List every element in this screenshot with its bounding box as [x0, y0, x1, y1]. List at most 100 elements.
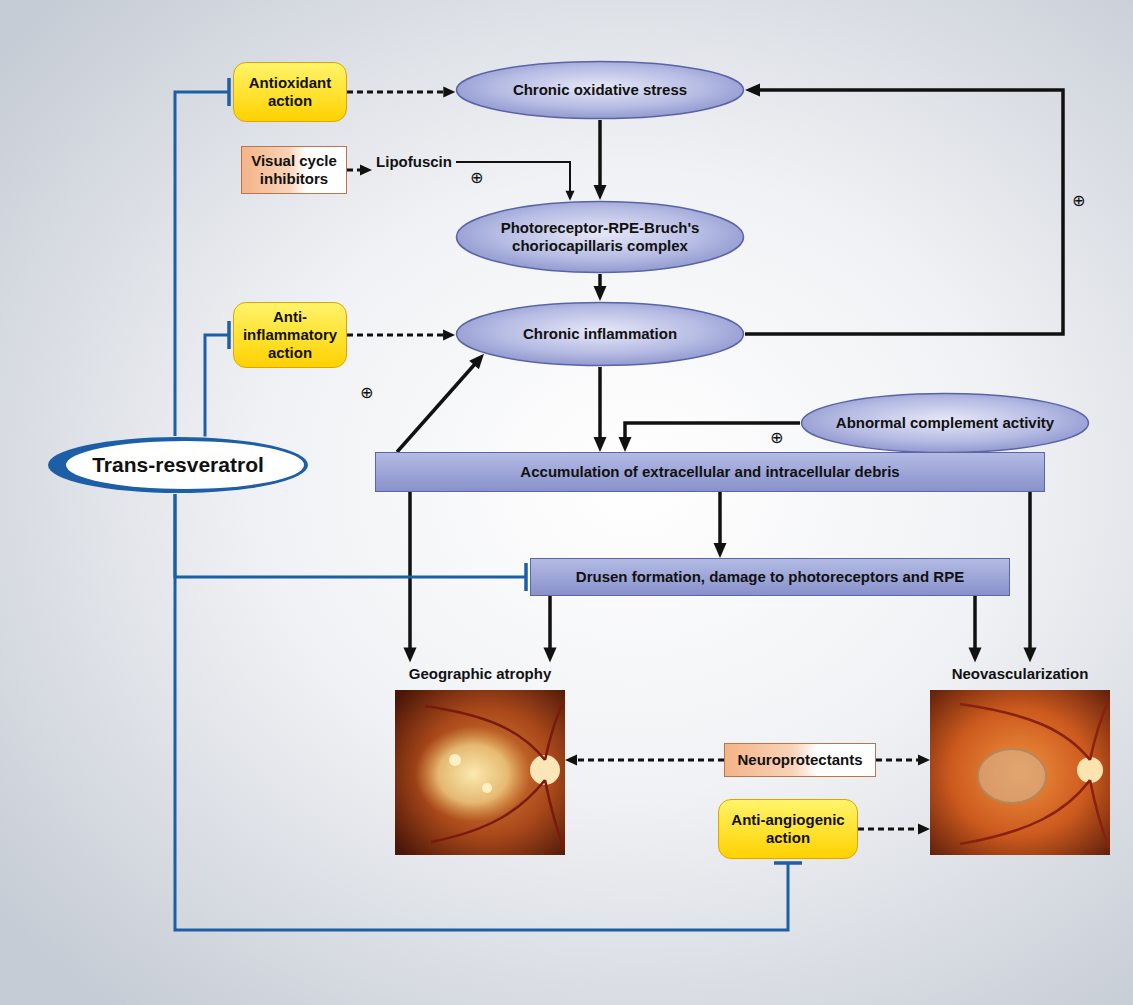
- arrow-connector: [594, 120, 607, 200]
- node-text: Lipofuscin: [376, 153, 452, 171]
- connector-line: [575, 759, 724, 762]
- plus-sign: ⊕: [770, 430, 783, 446]
- ellipse-rim: [48, 437, 308, 493]
- arrow-connector: [858, 824, 930, 835]
- connector-line: [205, 335, 229, 437]
- plus-sign: ⊕: [360, 385, 373, 401]
- arrow-connector: [876, 755, 930, 766]
- therapy-box: Neuroprotectants: [724, 743, 876, 777]
- arrow-head: [969, 648, 982, 663]
- arrow-connector: [347, 330, 455, 341]
- substance-label: Lipofuscin: [372, 147, 456, 177]
- therapy-box: Visual cycle inhibitors: [241, 146, 347, 194]
- connector-line: [858, 828, 920, 831]
- process-ellipse: Chronic oxidative stress: [455, 60, 745, 120]
- connector-line: [347, 169, 362, 172]
- connector-line: [347, 91, 445, 94]
- connector-line: [397, 364, 475, 453]
- connector-line: [456, 162, 570, 193]
- arrow-head: [594, 437, 607, 452]
- arrow-head: [566, 191, 575, 201]
- node-text: Neuroprotectants: [737, 751, 862, 769]
- arrow-connector: [347, 165, 372, 176]
- connector-line: [718, 492, 722, 545]
- node-text: Drusen formation, damage to photorecepto…: [576, 568, 964, 586]
- node-text: Geographic atrophy: [409, 663, 552, 683]
- node-text: Anti-inflammatory action: [241, 308, 339, 362]
- arrow-head: [745, 84, 760, 97]
- retinal-vessels: [425, 700, 564, 848]
- arrow-head: [918, 755, 930, 766]
- process-ellipse: Chronic inflammation: [455, 301, 745, 367]
- inhibition-connector: [175, 494, 526, 591]
- arrow-head: [360, 165, 372, 176]
- arrow-head: [443, 87, 455, 98]
- node-text: Chronic inflammation: [523, 325, 677, 343]
- action-box: Anti-inflammatory action: [233, 302, 347, 368]
- node-text: Antioxidant action: [241, 74, 339, 110]
- arrow-head: [1024, 648, 1037, 663]
- fundus-ground: [395, 690, 565, 855]
- fundus-ground: [930, 690, 1110, 855]
- ellipse-fill: [457, 202, 744, 273]
- process-ellipse: Photoreceptor-RPE-Bruch's choriocapillar…: [455, 200, 745, 274]
- arrow-head: [404, 648, 417, 663]
- arrow-head: [469, 354, 484, 370]
- arrow-connector: [969, 596, 982, 663]
- fundus-photo: [395, 690, 565, 855]
- node-text: Visual cycle inhibitors: [249, 152, 339, 188]
- connector-line: [598, 120, 602, 187]
- process-ellipse: Abnormal complement activity: [800, 392, 1090, 454]
- connector-line: [408, 492, 412, 650]
- process-bar: Drusen formation, damage to photorecepto…: [530, 558, 1010, 596]
- inhibition-connector: [205, 321, 229, 437]
- arrow-connector: [347, 87, 455, 98]
- arrow-connector: [594, 367, 607, 452]
- plus-sign: ⊕: [470, 170, 483, 186]
- compound-ellipse: Trans-resveratrol: [47, 436, 309, 494]
- arrow-connector: [745, 84, 1063, 335]
- arrow-head: [565, 755, 577, 766]
- arrow-connector: [594, 274, 607, 301]
- inhibition-bar: [524, 563, 528, 591]
- node-text: Photoreceptor-RPE-Bruch's choriocapillar…: [487, 219, 713, 255]
- plus-sign: ⊕: [1072, 193, 1085, 209]
- connector-line: [598, 367, 602, 439]
- inhibition-bar: [774, 861, 802, 865]
- optic-disc: [1077, 757, 1103, 783]
- ellipse-fill: [457, 303, 744, 366]
- connector-line: [876, 759, 920, 762]
- retinal-vessels: [960, 700, 1109, 848]
- arrow-connector: [619, 423, 801, 452]
- arrow-head: [918, 824, 930, 835]
- node-text: Neovascularization: [952, 663, 1089, 683]
- action-box: Antioxidant action: [233, 62, 347, 122]
- arrow-head: [544, 648, 557, 663]
- process-bar: Accumulation of extracellular and intrac…: [375, 452, 1045, 492]
- arrow-connector: [544, 596, 557, 663]
- atrophy-spot: [482, 783, 492, 793]
- inhibition-bar: [227, 321, 231, 349]
- arrow-head: [594, 286, 607, 301]
- connector-line: [598, 274, 602, 288]
- node-text: Trans-resveratrol: [92, 452, 264, 477]
- arrow-connector: [714, 492, 727, 558]
- connector-line: [1028, 492, 1032, 650]
- connector-line: [548, 596, 552, 650]
- inhibition-connector: [175, 78, 229, 436]
- node-text: Accumulation of extracellular and intrac…: [520, 463, 899, 481]
- arrow-head: [714, 543, 727, 558]
- inhibition-bar: [227, 78, 231, 106]
- ellipse-fill: [802, 394, 1089, 453]
- outcome-figure: Geographic atrophy: [395, 663, 565, 856]
- node-text: Anti-angiogenic action: [726, 811, 850, 847]
- arrow-connector: [1024, 492, 1037, 663]
- connector-line: [973, 596, 977, 650]
- arrow-connector: [397, 354, 484, 452]
- arrow-head: [594, 185, 607, 200]
- arrow-head: [619, 437, 632, 452]
- connector-line: [745, 90, 1063, 334]
- arrow-connector: [565, 755, 724, 766]
